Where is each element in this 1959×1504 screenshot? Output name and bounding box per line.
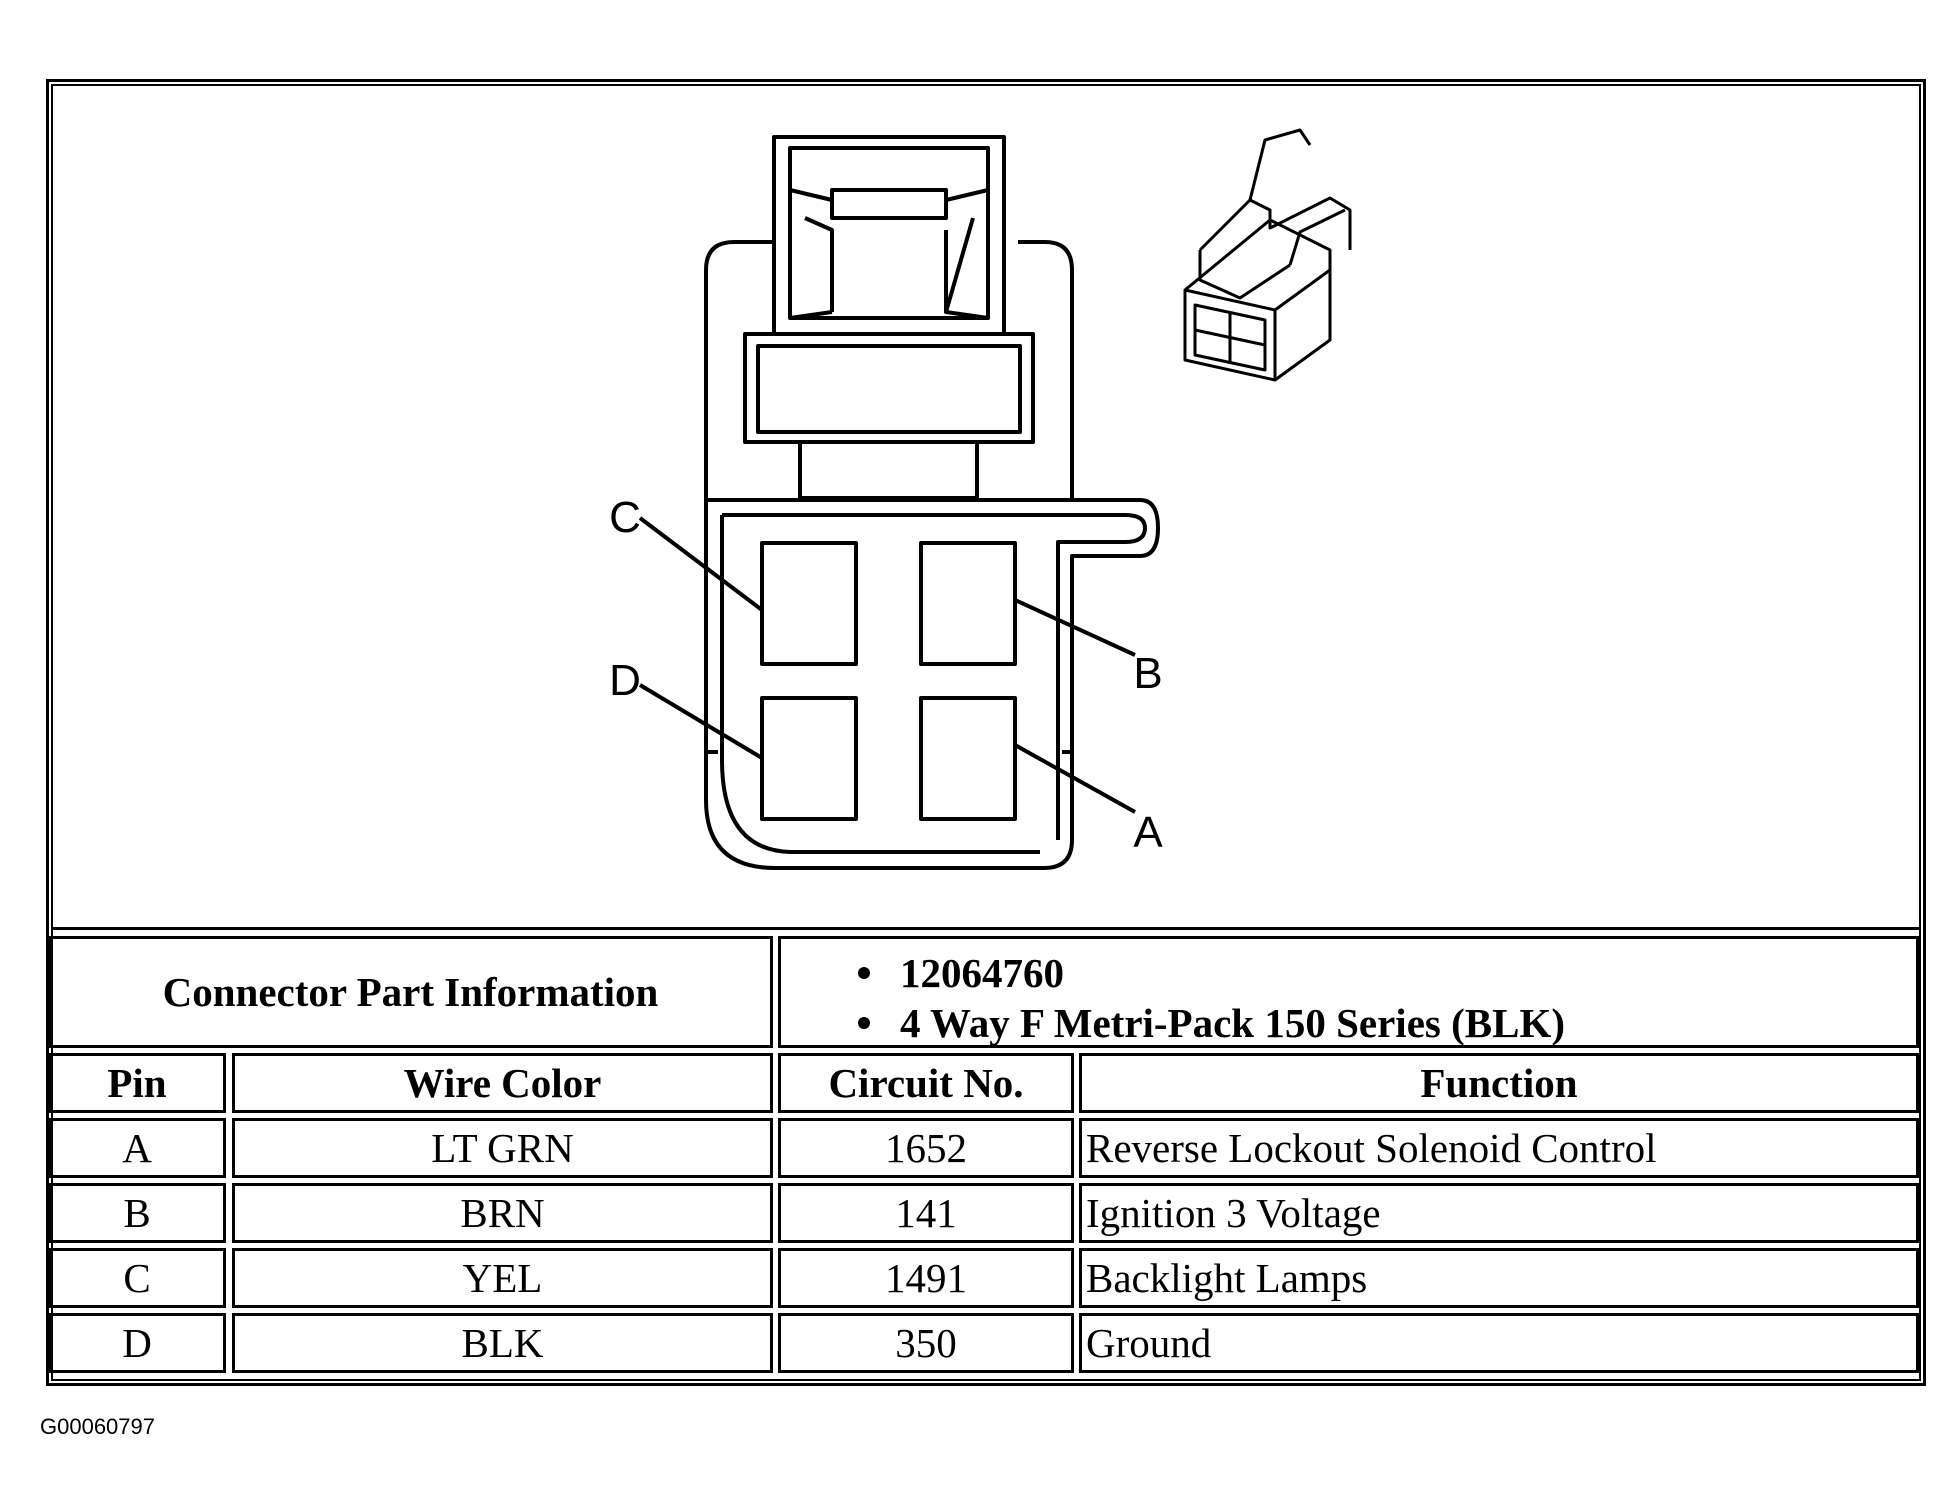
connector-diagram: C B D A (609, 128, 1352, 870)
table-cell-wire-color: YEL (232, 1248, 773, 1308)
table-cell-pin: D (48, 1313, 226, 1373)
inner-frame (51, 84, 1921, 1381)
cavity-a (919, 696, 1017, 821)
connector-isometric-view (1183, 128, 1352, 382)
bullet-icon (858, 967, 870, 979)
connector-info-label: Connector Part Information (48, 936, 773, 1048)
pin-label-b: B (1133, 649, 1162, 698)
leader-c (638, 516, 764, 612)
header-circuit-no: Circuit No. (778, 1053, 1074, 1113)
leader-b (1014, 598, 1136, 657)
table-cell-pin: B (48, 1183, 226, 1243)
table-cell-wire-color: BLK (232, 1313, 773, 1373)
table-cell-circuit: 350 (778, 1313, 1074, 1373)
header-function: Function (1079, 1053, 1919, 1113)
outer-frame (46, 79, 1926, 1386)
table-cell-wire-color: LT GRN (232, 1118, 773, 1178)
table-cell-function: Backlight Lamps (1079, 1248, 1919, 1308)
table-cell-pin: A (48, 1118, 226, 1178)
connector-part-list: 12064760 4 Way F Metri-Pack 150 Series (… (852, 948, 1565, 1048)
header-wire-color: Wire Color (232, 1053, 773, 1113)
cavity-d (760, 696, 858, 821)
leader-a (1014, 743, 1136, 814)
list-item: 12064760 (852, 948, 1565, 998)
pin-label-d: D (609, 656, 641, 705)
connector-face-view (638, 135, 1160, 870)
table-cell-circuit: 1491 (778, 1248, 1074, 1308)
table-cell-function: Reverse Lockout Solenoid Control (1079, 1118, 1919, 1178)
bullet-icon (858, 1017, 870, 1029)
pin-label-a: A (1133, 808, 1163, 857)
table-cell-pin: C (48, 1248, 226, 1308)
leader-d (638, 683, 764, 760)
list-item: 4 Way F Metri-Pack 150 Series (BLK) (852, 998, 1565, 1048)
figure-id: G00060797 (40, 1414, 155, 1439)
table-cell-function: Ground (1079, 1313, 1919, 1373)
connector-info-value-cell (778, 936, 1919, 1048)
pin-label-c: C (609, 493, 641, 542)
header-pin: Pin (48, 1053, 226, 1113)
table-cell-circuit: 141 (778, 1183, 1074, 1243)
diagram-area (51, 84, 1921, 930)
table-cell-circuit: 1652 (778, 1118, 1074, 1178)
table-cell-wire-color: BRN (232, 1183, 773, 1243)
table-cell-function: Ignition 3 Voltage (1079, 1183, 1919, 1243)
cavity-c (760, 541, 858, 666)
cavity-b (919, 541, 1017, 666)
